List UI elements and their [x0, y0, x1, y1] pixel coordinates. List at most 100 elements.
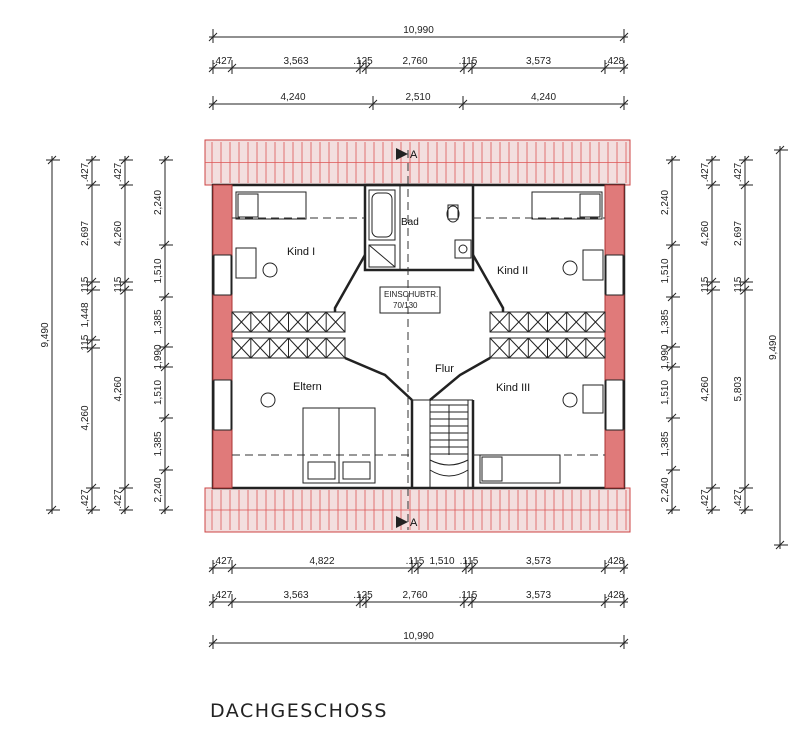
dimension-right-col3: 1,385: [660, 431, 671, 456]
dimension-left-col3: 2,240: [153, 477, 164, 502]
pier: [604, 294, 625, 381]
dimension-bottom-row1: .427: [213, 556, 233, 567]
dimension-right-col3: 1,990: [660, 344, 671, 369]
toilet: [447, 204, 459, 220]
dimension-right-col3: 1,385: [660, 309, 671, 334]
dimension-left-col3: 1,385: [153, 309, 164, 334]
dimension-right-col3: 2,240: [660, 477, 671, 502]
svg-text:A: A: [410, 517, 418, 529]
dimension-bottom-row1: .428: [605, 556, 625, 567]
dimension-top-row2: 4,240: [280, 92, 305, 103]
chair: [262, 262, 278, 278]
plan-title: DACHGESCHOSS: [210, 700, 388, 722]
dimension-right-col2: .115: [700, 276, 711, 295]
bed: [479, 454, 561, 484]
dimension-right-col3: 2,240: [660, 190, 671, 215]
dimension-right-col2: .427: [700, 162, 711, 182]
room-label-kind-3: Kind III: [496, 382, 530, 394]
dimension-top-row2: 2,510: [405, 92, 430, 103]
shower: [368, 244, 396, 268]
dimension-top-row1: .428: [605, 56, 625, 67]
dimension-bottom-row2: 3,573: [526, 590, 551, 601]
attic-hatch-label: EINSCHUBTR.: [384, 290, 438, 299]
dimension-bottom-row2: .115: [459, 590, 478, 601]
section-marker-top: A: [396, 148, 418, 161]
desk: [582, 249, 604, 281]
svg-text:A: A: [410, 149, 418, 161]
roof-bottom: [204, 487, 631, 533]
room-label-kind-2: Kind II: [497, 265, 528, 277]
bed: [531, 191, 603, 220]
chair: [260, 392, 276, 408]
sink: [454, 239, 472, 259]
dimension-top-row1: 3,563: [283, 56, 308, 67]
room-label-bad: Bad: [401, 217, 419, 228]
pier: [212, 184, 233, 256]
chair: [562, 392, 578, 408]
dimension-right-col2: 4,260: [700, 376, 711, 401]
dimension-right-total: 9,490: [768, 335, 779, 360]
window: [213, 379, 232, 431]
dimension-right-col1: .427: [733, 162, 744, 182]
dimension-left-col1: 1,448: [80, 302, 91, 327]
pier: [212, 294, 233, 381]
outer-walls: [211, 183, 626, 490]
dimension-left-col1: .427: [80, 489, 91, 509]
dimension-chains: 10,990 .427 3,563 .125 2,760 .115 3,573 .428 4,2…: [40, 25, 788, 649]
dimension-top-total: 10,990: [403, 25, 434, 36]
dimension-bottom-row2: .428: [605, 590, 625, 601]
dimension-left-col3: 1,510: [153, 258, 164, 283]
dimension-left-total: 9,490: [40, 322, 51, 347]
dimension-left-col2: 4,260: [113, 221, 124, 246]
staircase: [429, 399, 469, 489]
dimension-left-col2: .427: [113, 162, 124, 182]
roof-top: [204, 139, 631, 186]
dimension-bottom-row2: 2,760: [402, 590, 427, 601]
dimension-top-row1: .125: [353, 56, 373, 67]
dimension-left-col3: 2,240: [153, 190, 164, 215]
dimension-right-col1: 2,697: [733, 221, 744, 246]
dimension-left-col1: 2,697: [80, 221, 91, 246]
dimension-bottom-row1: 1,510: [429, 556, 454, 567]
dimension-top-row2: 4,240: [531, 92, 556, 103]
section-marker-bottom: A: [396, 516, 418, 529]
dimension-left-col1: .427: [80, 162, 91, 182]
dimension-left-col2: 4,260: [113, 376, 124, 401]
window: [213, 254, 232, 296]
interior-walls: [231, 183, 606, 488]
room-label-flur: Flur: [435, 363, 454, 375]
room-label-kind-1: Kind I: [287, 246, 315, 258]
pier: [212, 429, 233, 489]
dimension-top-row1: 3,573: [526, 56, 551, 67]
dimension-right-col2: .427: [700, 489, 711, 509]
dimension-left-col2: .427: [113, 489, 124, 509]
dimension-bottom-row1: 3,573: [526, 556, 551, 567]
attic-hatch-size: 70/130: [393, 301, 418, 310]
window: [605, 254, 624, 296]
dimension-left-col3: 1,385: [153, 431, 164, 456]
dimension-top-row1: .115: [459, 56, 478, 67]
dimension-bottom-row1: 4,822: [309, 556, 334, 567]
dimension-right-col3: 1,510: [660, 258, 671, 283]
chair: [562, 260, 578, 276]
dimension-bottom-row2: .427: [213, 590, 233, 601]
dimension-right-col2: 4,260: [700, 221, 711, 246]
dimension-left-col1: .115: [80, 276, 91, 295]
dimension-right-col1: 5,803: [733, 376, 744, 401]
dimension-right-col1: .427: [733, 489, 744, 509]
dimension-bottom-total: 10,990: [403, 631, 434, 642]
dimension-left-col1: 4,260: [80, 405, 91, 430]
dimension-left-col1: .115: [80, 334, 91, 353]
dimension-bottom-row1: .115: [406, 556, 425, 567]
window: [605, 379, 624, 431]
dimension-right-col3: 1,510: [660, 380, 671, 405]
furniture: [235, 189, 604, 489]
dimension-bottom-row2: 3,563: [283, 590, 308, 601]
dimension-left-col3: 1,990: [153, 344, 164, 369]
dimension-bottom-row1: .115: [460, 556, 479, 567]
desk: [235, 247, 257, 279]
dimension-right-col1: .115: [733, 276, 744, 295]
dimension-bottom-row2: .125: [353, 590, 373, 601]
bathtub: [368, 189, 396, 241]
